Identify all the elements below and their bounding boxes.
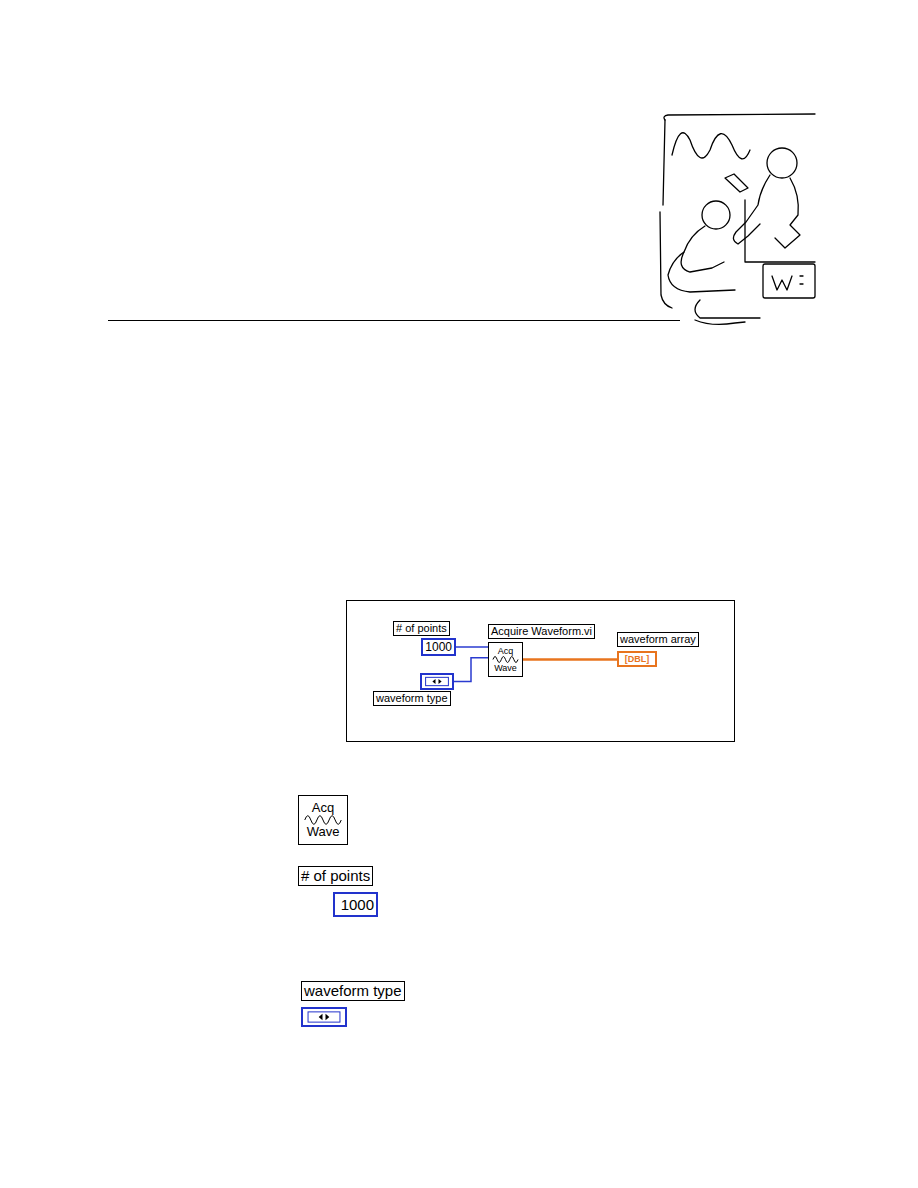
owned-label: waveform array	[617, 632, 699, 647]
owned-label: # of points	[298, 866, 373, 886]
subvi-node: Acquire Waveform.viAcq Wave	[488, 624, 596, 677]
icon-text: Acq Wave	[307, 796, 340, 844]
oscilloscope-sketch	[660, 114, 815, 324]
data-type: [DBL]	[619, 653, 655, 665]
array-indicator: waveform array [DBL]	[617, 632, 699, 667]
owned-label: Acquire Waveform.vi	[488, 624, 595, 639]
owned-label: # of points	[393, 621, 450, 636]
owned-label: waveform type	[301, 981, 405, 1001]
enum-arrows	[303, 1009, 345, 1025]
num-terminal: 1000	[421, 638, 456, 656]
vi-terminal: Acq Wave	[488, 642, 523, 677]
section-rule	[108, 320, 680, 321]
icon-text: Acq Wave	[494, 643, 517, 677]
owned-label: waveform type	[373, 691, 451, 706]
constant-value: 1000	[425, 640, 452, 654]
wire	[456, 646, 488, 648]
subvi-node: Acq Wave	[298, 795, 348, 845]
enum-terminal	[420, 673, 454, 690]
numeric-constant: # of points 1000	[393, 621, 456, 656]
enum-constant: waveform type	[373, 673, 454, 707]
ind-terminal: [DBL]	[617, 651, 657, 667]
num-terminal: 1000	[333, 892, 378, 917]
enum-constant: waveform type	[301, 981, 405, 1027]
vi-terminal: Acq Wave	[298, 795, 348, 845]
diagram-frame	[347, 601, 735, 742]
enum-arrows	[422, 675, 452, 688]
numeric-constant: # of points 1000	[298, 866, 378, 917]
constant-value: 1000	[337, 894, 374, 915]
enum-terminal	[301, 1007, 347, 1027]
wire	[523, 658, 617, 661]
wire	[454, 658, 488, 682]
